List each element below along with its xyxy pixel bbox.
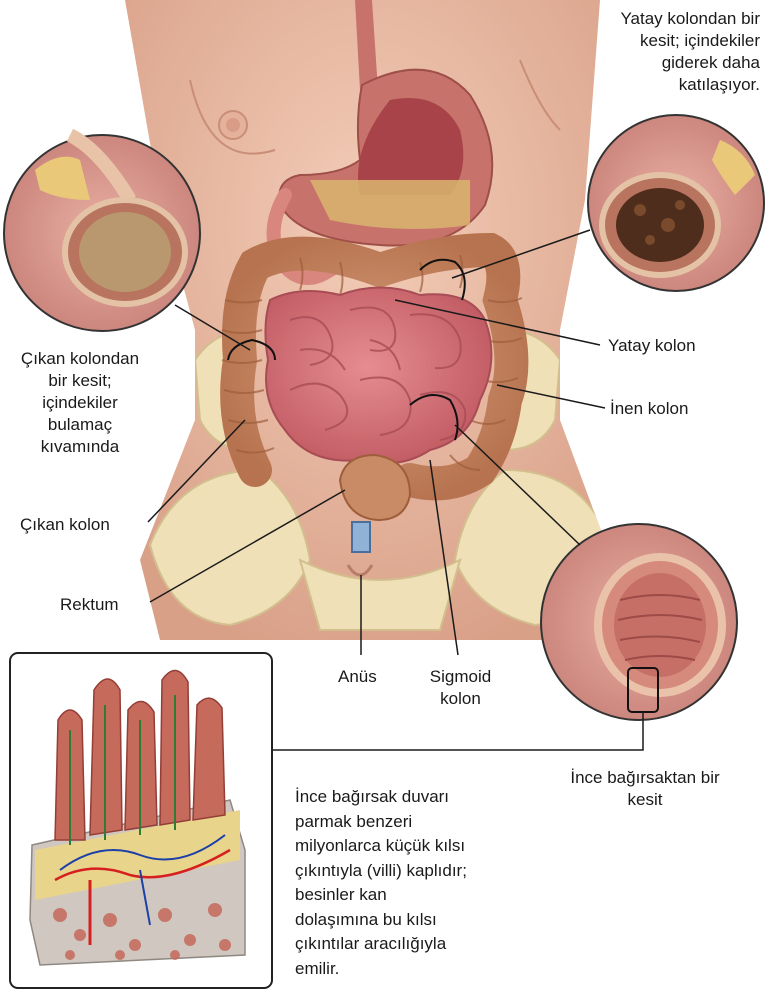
transverse-colon-label: Yatay kolon [608,335,696,357]
transverse-colon-section-label: Yatay kolondan bir kesit; içindekiler gi… [560,8,760,96]
ascending-colon-callout [4,135,200,331]
rectum-label: Rektum [60,594,119,616]
nipple-center [226,118,240,132]
small-intestine-section-label: İnce bağırsaktan bir kesit [540,767,750,811]
villi-inset [10,653,272,988]
descending-colon-label: İnen kolon [610,398,688,420]
transverse-colon-callout [588,115,764,291]
anal-canal [352,522,370,552]
sigmoid-colon-label: Sigmoid kolon [418,666,503,710]
small-intestine-callout [541,524,737,720]
anus-label: Anüs [338,666,377,688]
villi-description: İnce bağırsak duvarı parmak benzeri mily… [295,785,525,981]
ascending-colon-section-label: Çıkan kolondan bir kesit; içindekiler bu… [0,348,160,458]
ascending-colon-label: Çıkan kolon [20,514,110,536]
